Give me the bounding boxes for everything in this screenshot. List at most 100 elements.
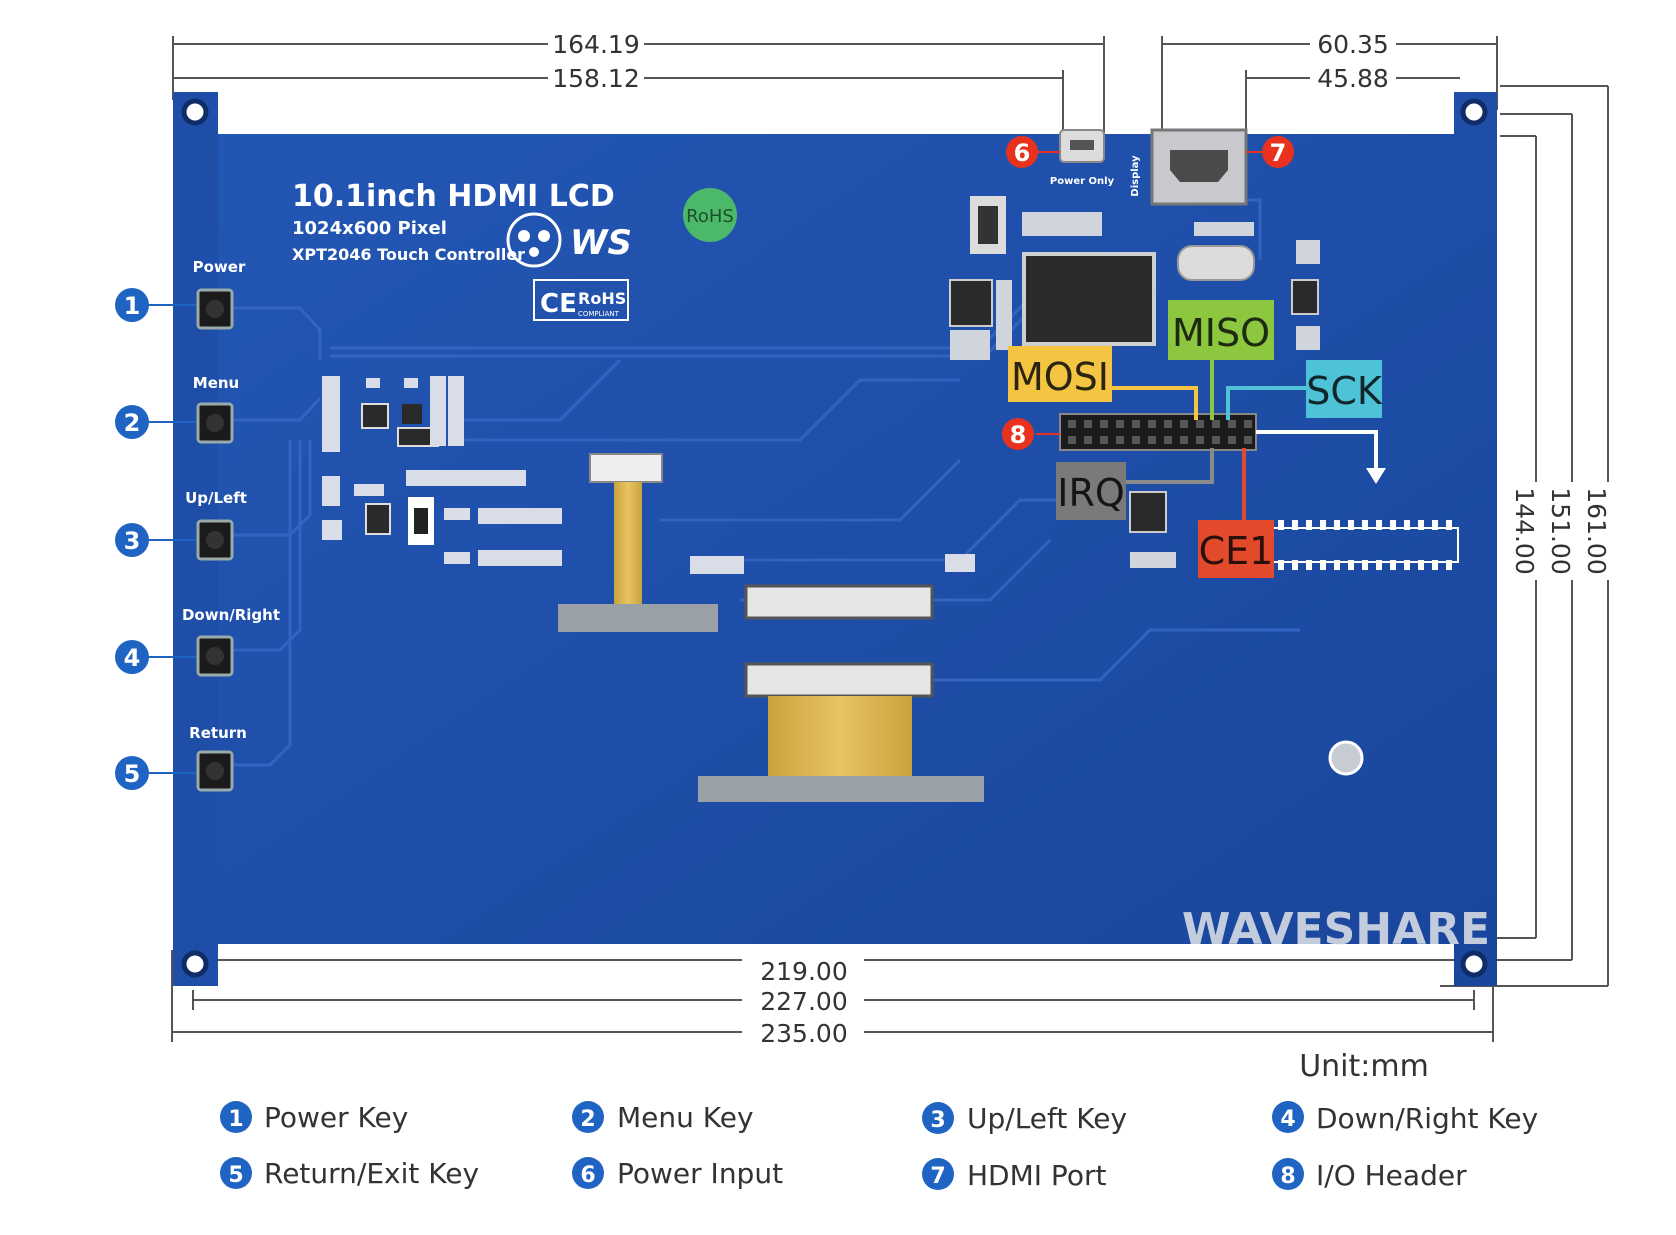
key-label: Down/Right (182, 606, 280, 624)
waveshare-logo-icon (506, 212, 562, 268)
hdmi-port (1150, 128, 1248, 206)
callout-8: 8 (1002, 418, 1034, 450)
display-label: Display (1130, 155, 1141, 197)
legend-number: 3 (930, 1108, 945, 1133)
legend-label: Up/Left Key (967, 1102, 1127, 1135)
mounting-hole-icon (181, 98, 209, 126)
arrow-down-icon (1366, 468, 1386, 484)
key-return: Return (189, 724, 247, 792)
callout-number: 5 (124, 760, 141, 788)
callout-6: 6 (1006, 136, 1038, 168)
legend-number: 7 (930, 1164, 945, 1189)
mounting-hole-icon (181, 950, 209, 978)
callout-number: 1 (124, 292, 141, 320)
mosi-text: MOSI (1011, 355, 1109, 399)
ce-rohs-marks: CE RoHS COMPLIANT (533, 279, 629, 321)
callout-4: 4 (115, 640, 149, 674)
ce-mark: CE (540, 289, 577, 319)
mounting-hole-icon (1460, 98, 1488, 126)
rohs-badge-text: RoHS (686, 206, 734, 227)
callout-number: 3 (124, 527, 141, 555)
key-label: Return (189, 724, 247, 742)
miso-text: MISO (1172, 311, 1270, 355)
legend-item: 5 Return/Exit Key (220, 1157, 479, 1190)
legend-number: 1 (228, 1107, 243, 1132)
left-callouts: 1 2 3 4 5 (115, 288, 196, 790)
legend-label: Return/Exit Key (264, 1157, 479, 1190)
brand-logo-text: WS (570, 223, 632, 263)
pin-label-mosi: MOSI (1008, 346, 1112, 402)
rohs-mark: RoHS (578, 289, 626, 308)
dim-bottom-1: 219.00 (760, 957, 847, 986)
legend-item: 7 HDMI Port (922, 1158, 1106, 1192)
dim-right-1: 144.00 (1510, 487, 1539, 574)
key-down-right: Down/Right (182, 606, 280, 677)
pin-header-icon (1059, 413, 1257, 451)
pin-label-ce1: CE1 (1198, 520, 1274, 578)
legend-label: I/O Header (1316, 1159, 1467, 1192)
key-power: Power (193, 258, 246, 330)
legend-number: 5 (228, 1163, 243, 1188)
legend-label: Power Input (617, 1157, 783, 1190)
callout-3: 3 (115, 523, 149, 557)
legend-item: 4 Down/Right Key (1272, 1101, 1538, 1135)
watermark: WAVESHARE (1182, 904, 1490, 955)
pin-label-irq: IRQ (1056, 462, 1126, 520)
ce1-text: CE1 (1199, 529, 1274, 573)
dim-bottom-3: 235.00 (760, 1019, 847, 1048)
legend-number: 8 (1280, 1164, 1295, 1189)
callout-number: 6 (1014, 139, 1031, 167)
mounting-holes (181, 98, 1488, 978)
legend-item: 6 Power Input (572, 1157, 783, 1190)
callout-2: 2 (115, 405, 149, 439)
callout-number: 8 (1010, 421, 1027, 449)
screw-icon (1328, 740, 1364, 776)
touch-fpc (558, 453, 718, 632)
callout-1: 1 (115, 288, 149, 322)
rohs-badge-icon (683, 188, 737, 242)
dim-top-right-inner: 45.88 (1317, 64, 1389, 93)
callout-number: 2 (124, 409, 141, 437)
dim-top-right-outer: 60.35 (1317, 30, 1389, 59)
main-chip (949, 196, 1320, 568)
mounting-hole-icon (1460, 950, 1488, 978)
right-dimensions (1440, 85, 1609, 987)
board-controller: XPT2046 Touch Controller (292, 245, 525, 264)
callout-number: 4 (124, 644, 141, 672)
lcd-fpc (698, 584, 984, 802)
board-resolution: 1024x600 Pixel (292, 218, 447, 239)
dim-top-left-outer: 164.19 (552, 30, 639, 59)
legend-number: 4 (1280, 1107, 1295, 1132)
legend-number: 6 (580, 1163, 595, 1188)
legend: 1 Power Key 2 Menu Key 3 Up/Left Key 4 D… (220, 1101, 1538, 1192)
board-title: 10.1inch HDMI LCD (292, 179, 615, 214)
legend-label: Menu Key (617, 1101, 754, 1134)
legend-label: HDMI Port (967, 1159, 1106, 1192)
io-header (1059, 413, 1459, 570)
power-only-label: Power Only (1050, 176, 1115, 187)
unit-label: Unit:mm (1299, 1049, 1429, 1084)
rohs-badge: RoHS (683, 188, 737, 242)
pin-label-sck: SCK (1306, 360, 1383, 418)
key-menu: Menu (193, 374, 239, 444)
waveshare-logo: WS (506, 212, 632, 268)
pin-leaders (1108, 360, 1308, 520)
pin-label-miso: MISO (1168, 300, 1274, 360)
key-label: Menu (193, 374, 239, 392)
top-dimensions (172, 36, 1498, 140)
key-label: Power (193, 258, 246, 276)
legend-item: 8 I/O Header (1272, 1158, 1467, 1192)
key-buttons: Power Menu Up/Left Down/Right Return (182, 258, 280, 792)
legend-item: 2 Menu Key (572, 1101, 754, 1134)
callout-number: 7 (1270, 139, 1287, 167)
red-callouts: 6 7 8 (1002, 136, 1294, 450)
dim-right-2: 151.00 (1546, 487, 1575, 574)
key-up-left: Up/Left (185, 489, 247, 561)
sck-text: SCK (1306, 369, 1383, 413)
legend-item: 3 Up/Left Key (922, 1102, 1127, 1135)
key-label: Up/Left (185, 489, 247, 507)
dim-bottom-2: 227.00 (760, 987, 847, 1016)
bottom-dimensions (171, 950, 1494, 1042)
power-usb-port: Power Only Display (1050, 129, 1141, 197)
